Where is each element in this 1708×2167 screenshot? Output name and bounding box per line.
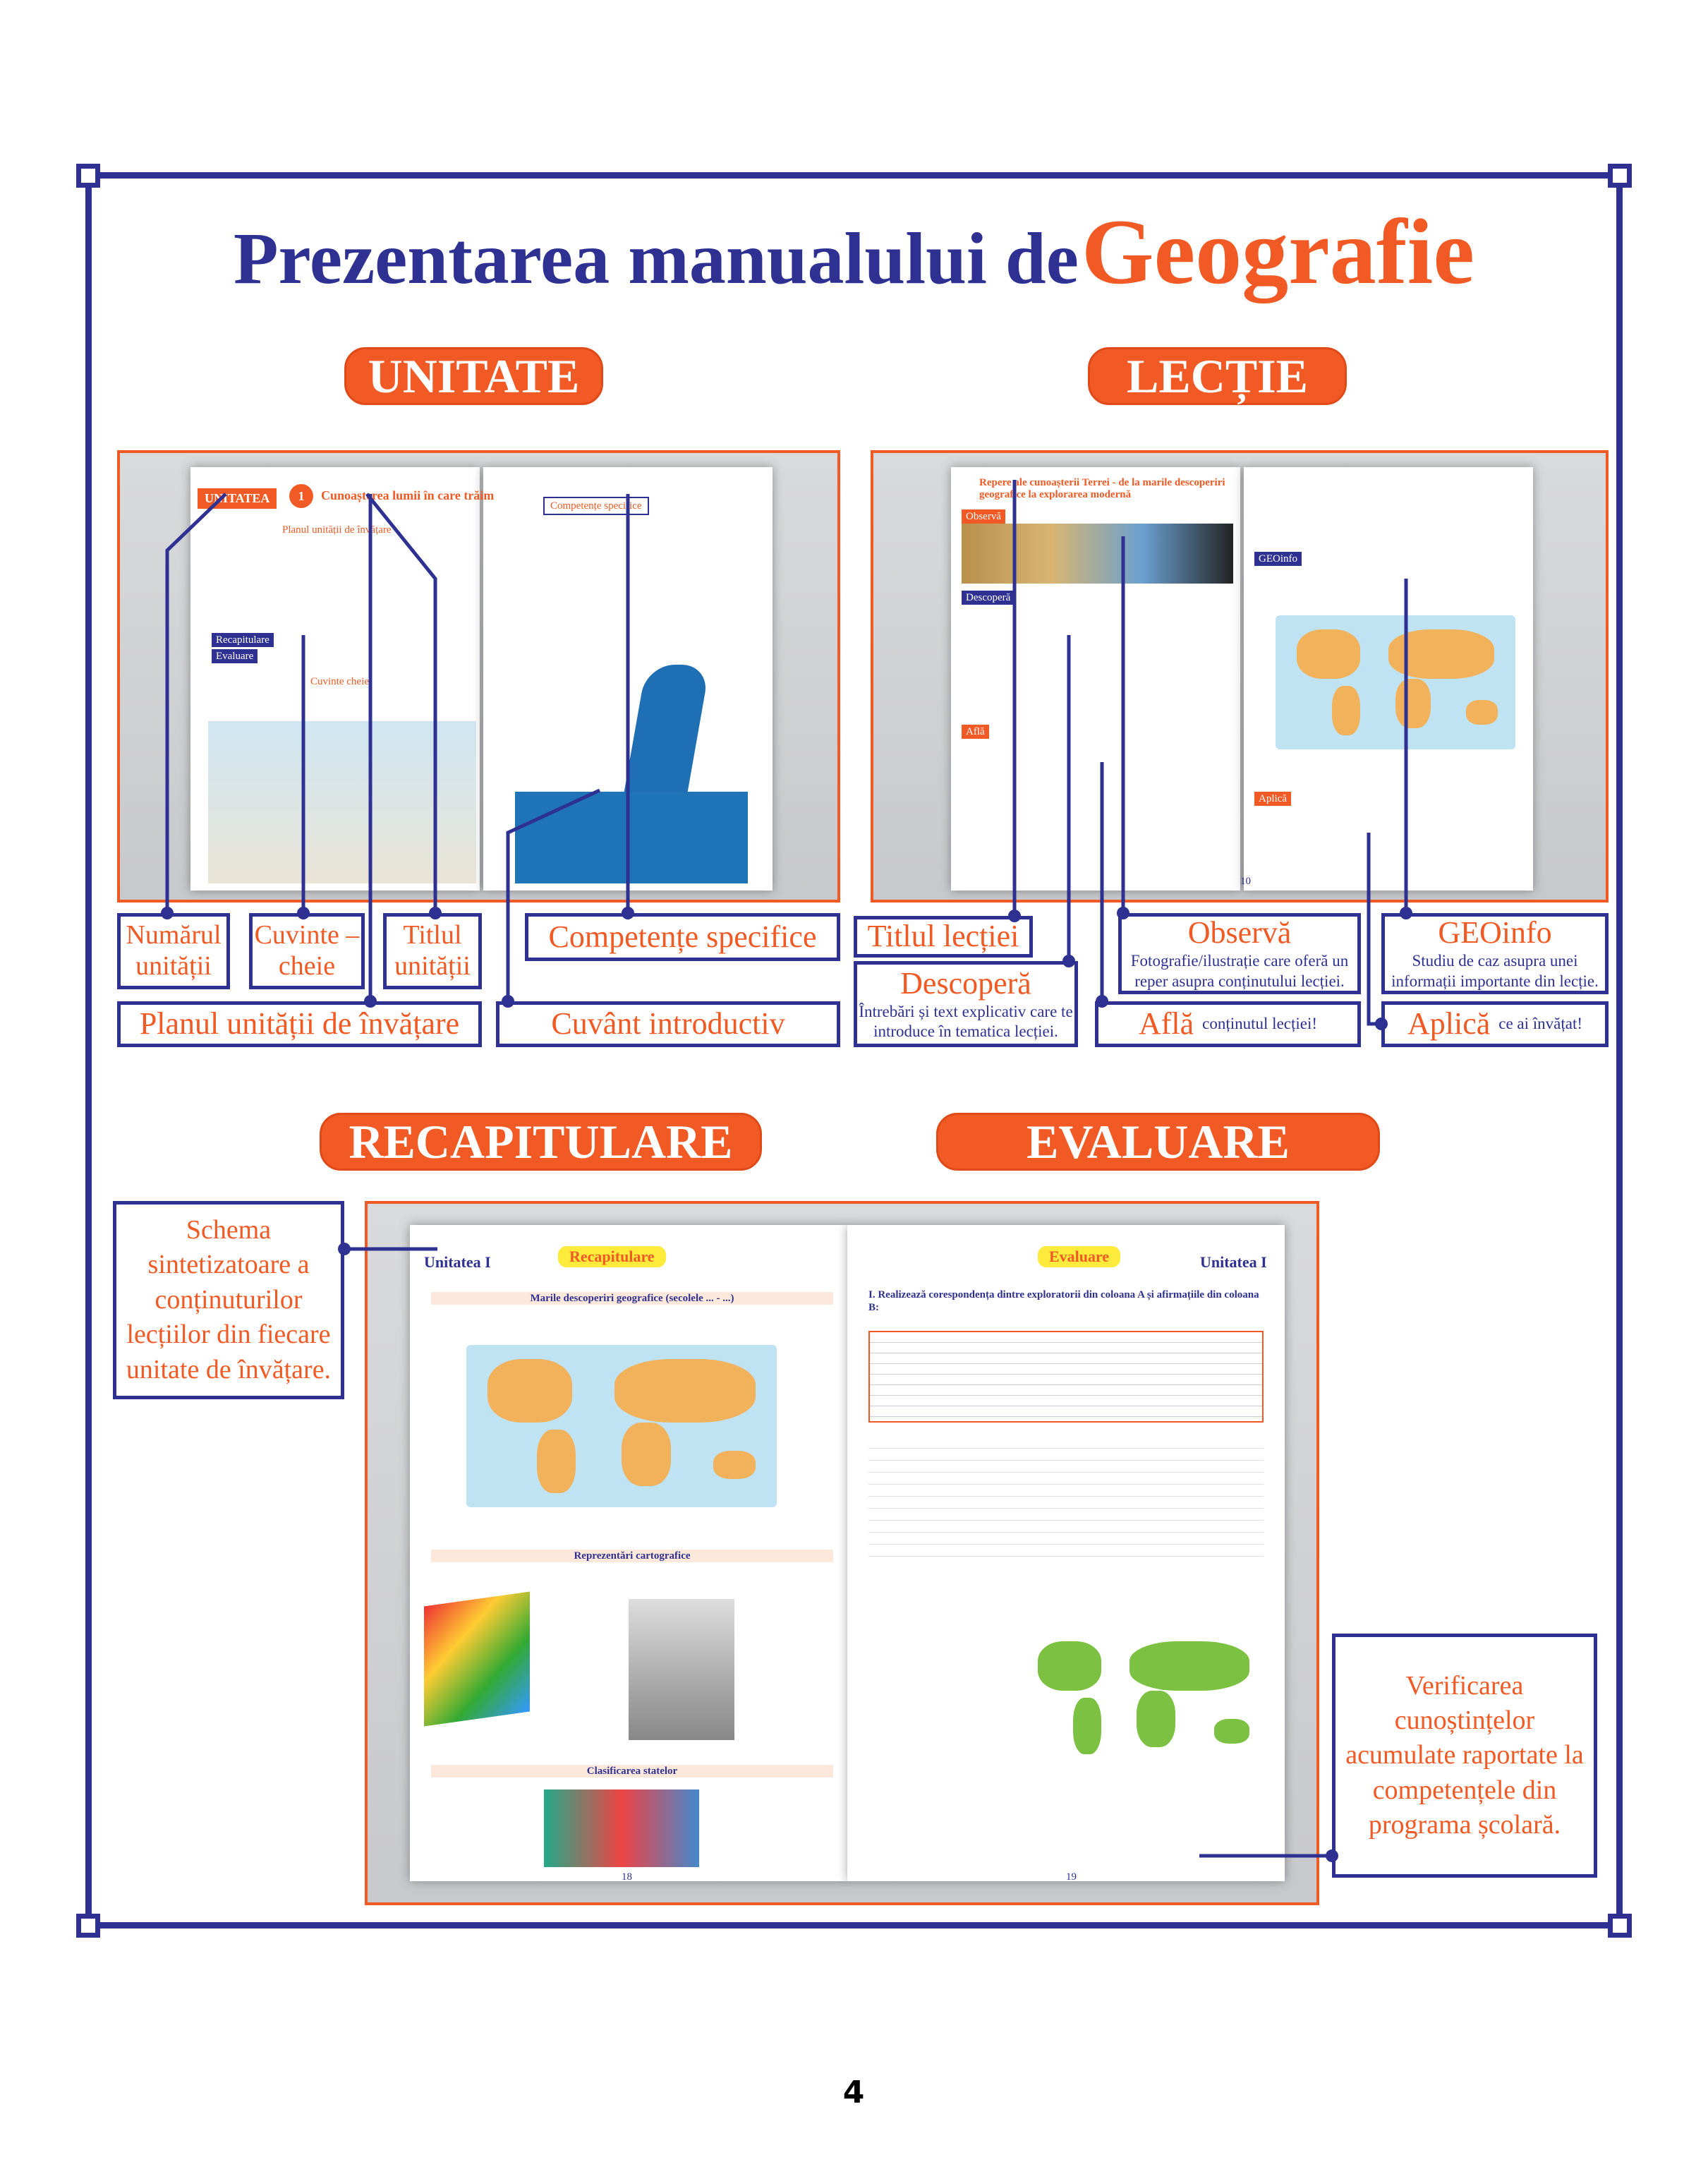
apply-desc: ce ai învățat!: [1498, 1015, 1583, 1033]
callout-recap-scheme: Schema sintetizatoare a conținuturilor l…: [113, 1201, 344, 1399]
recap-eval-spread-image: Unitatea I Recapitulare Marile descoperi…: [365, 1201, 1319, 1905]
callout-eval-verification: Verificarea cunoștințelor acumulate rapo…: [1332, 1634, 1597, 1878]
frame-corner: [76, 164, 100, 188]
observe-photos: [962, 524, 1233, 584]
discover-desc: Întrebări și text explicativ care te int…: [859, 1002, 1073, 1041]
unit-plan-label: Planul unității de învățare: [282, 524, 392, 536]
unit-eval-tag: Evaluare: [212, 649, 258, 663]
lesson-page-number: 10: [1240, 876, 1251, 887]
frame-corner: [76, 1914, 100, 1938]
eval-questions: [868, 1437, 1264, 1564]
frame-corner: [1608, 1914, 1632, 1938]
observe-title: Observă: [1187, 915, 1292, 950]
learn-desc: conținutul lecției!: [1202, 1015, 1318, 1033]
eval-task1: I. Realizează corespondența dintre explo…: [868, 1289, 1259, 1313]
page-title: Prezentarea manualului de Geografie: [0, 198, 1708, 306]
section-lectie: LECȚIE: [1088, 347, 1347, 405]
lesson-heading: Repere ale cunoașterii Terrei - de la ma…: [979, 477, 1225, 500]
title-highlight: Geografie: [1081, 200, 1474, 303]
section-unitate: UNITATE: [344, 347, 603, 405]
recap-unit: Unitatea I: [424, 1253, 491, 1271]
geoinfo-desc: Studiu de caz asupra unei informații imp…: [1391, 952, 1599, 990]
unit-keywords-label: Cuvinte cheie: [310, 676, 369, 687]
frame-corner: [1608, 164, 1632, 188]
unit-competences-label: Competențe specifice: [543, 497, 649, 515]
observe-desc: Fotografie/ilustrație care oferă un repe…: [1130, 952, 1349, 990]
callout-intro: Cuvânt introductiv: [496, 1001, 840, 1047]
section-recapitulare: RECAPITULARE: [320, 1113, 762, 1171]
unit-spread-image: UNITATEA 1 Cunoașterea lumii în care tră…: [117, 450, 840, 903]
discover-title: Descoperă: [900, 965, 1031, 1001]
page-frame: [85, 172, 1623, 1928]
eval-unit: Unitatea I: [1200, 1253, 1267, 1271]
rubik-cube-illustration: [424, 1591, 530, 1727]
recap-scheme-title: Marile descoperiri geografice (secolele …: [431, 1292, 833, 1305]
world-map: [1276, 615, 1515, 749]
map-scale-pyramid: [629, 1599, 734, 1740]
eval-table: [868, 1331, 1264, 1423]
geoinfo-title: GEOinfo: [1438, 915, 1552, 950]
lesson-learn-tag: Află: [962, 725, 989, 739]
callout-observe: Observă Fotografie/ilustrație care oferă…: [1118, 913, 1361, 994]
callout-discover: Descoperă Întrebări și text explicativ c…: [854, 961, 1078, 1047]
eval-badge: Evaluare: [1038, 1246, 1121, 1267]
eval-page-number: 19: [1066, 1871, 1077, 1883]
unit-badge: UNITATEA: [198, 488, 277, 509]
callout-geoinfo: GEOinfo Studiu de caz asupra unei inform…: [1381, 913, 1609, 994]
lesson-geoinfo-tag: GEOinfo: [1254, 552, 1302, 566]
lesson-spread-image: Repere ale cunoașterii Terrei - de la ma…: [871, 450, 1609, 903]
states-illustration: [544, 1789, 699, 1867]
recap-world-map: [466, 1345, 777, 1507]
lesson-apply-tag: Aplică: [1254, 792, 1291, 806]
recap-badge: Recapitulare: [558, 1246, 666, 1267]
page-number: 4: [842, 2075, 865, 2111]
callout-lesson-title: Titlul lecției: [854, 916, 1033, 958]
recap-page-number: 18: [622, 1871, 632, 1883]
callout-plan: Planul unității de învățare: [117, 1001, 482, 1047]
unit-heading: Cunoașterea lumii în care trăim: [321, 488, 495, 502]
callout-unit-number: Numărul unității: [117, 913, 230, 989]
lesson-discover-tag: Descoperă: [962, 591, 1015, 605]
learn-title: Află: [1138, 1006, 1194, 1042]
callout-keywords: Cuvinte – cheie: [249, 913, 365, 989]
map-illustration: [208, 721, 476, 883]
recap-states-title: Clasificarea statelor: [431, 1765, 833, 1777]
eval-world-map: [1024, 1627, 1264, 1768]
unit-num: 1: [289, 484, 313, 508]
callout-learn: Află conținutul lecției!: [1095, 1001, 1361, 1047]
callout-apply: Aplică ce ai învățat!: [1381, 1001, 1609, 1047]
callout-unit-title: Titlul unității: [383, 913, 482, 989]
intro-text-block: [515, 792, 748, 883]
apply-title: Aplică: [1407, 1006, 1491, 1042]
title-main: Prezentarea manualului de: [234, 218, 1079, 299]
recap-carto-title: Reprezentări cartografice: [431, 1550, 833, 1562]
callout-competences: Competențe specifice: [525, 913, 840, 961]
unit-recap-tag: Recapitulare: [212, 633, 274, 647]
section-evaluare: EVALUARE: [936, 1113, 1380, 1171]
lesson-observe-tag: Observă: [962, 509, 1005, 524]
